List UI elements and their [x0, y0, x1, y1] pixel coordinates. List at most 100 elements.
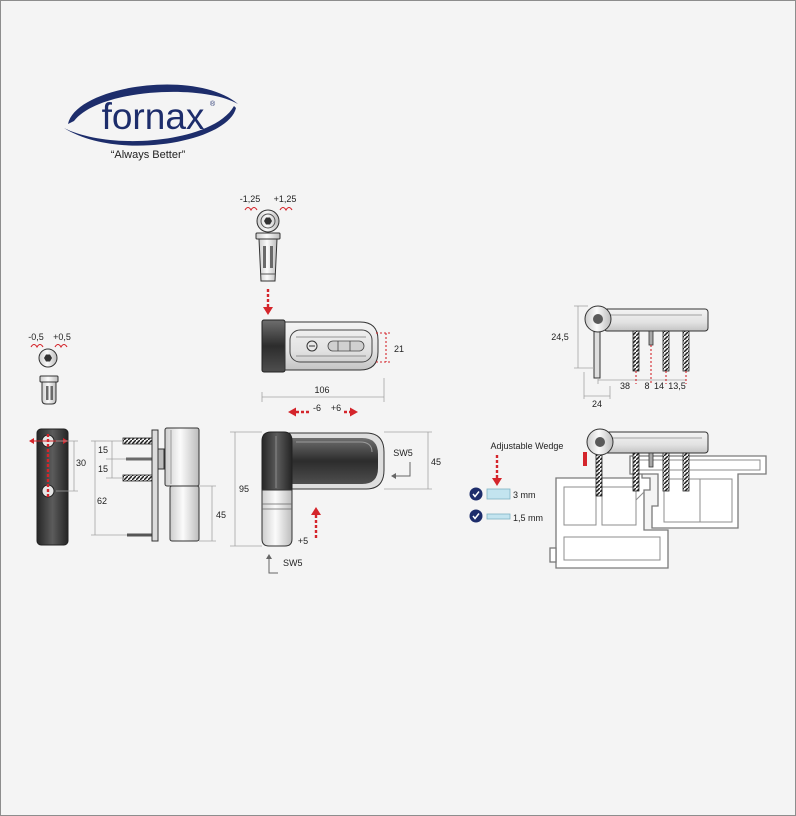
- dimension-label: 24,5: [551, 332, 569, 342]
- dimension-pin-offset: 24: [583, 372, 611, 409]
- screw-short: [648, 452, 654, 468]
- eccentric-head-top: [38, 348, 58, 368]
- dimension-label: 8: [644, 381, 649, 391]
- arrow-up-icon: [311, 507, 321, 515]
- wedge-1-5mm-shape: [486, 513, 511, 520]
- logo-swoosh-top: [68, 84, 238, 124]
- hinge-knuckle-upper: [261, 431, 293, 491]
- hinge-pin: [595, 451, 603, 497]
- dimension-label: 106: [314, 385, 329, 395]
- wrench-side: SW5: [391, 448, 413, 479]
- dimension-label: 21: [394, 344, 404, 354]
- dimension-label: 24: [592, 399, 602, 409]
- screw-threaded: [122, 437, 153, 445]
- rotate-right-icon: [54, 343, 68, 349]
- hinge-arm: [603, 431, 709, 454]
- top-adjuster-minus-label: -1,25: [240, 194, 261, 204]
- window-section-view: [549, 428, 767, 569]
- wedge-marker: [583, 452, 587, 466]
- hex-key-icon: [396, 462, 411, 477]
- adjuster-head-top: [256, 209, 280, 233]
- dimension-leaf-height: 45: [384, 431, 441, 490]
- wedge-option-label: 3 mm: [513, 490, 536, 500]
- wedge-legend: Adjustable Wedge 3 mm 1,5 mm: [469, 441, 564, 523]
- eccentric-sleeve: [39, 375, 59, 405]
- frame-part-front-view: -0,5 +0,5: [28, 332, 71, 546]
- side-body-upper: [164, 427, 200, 487]
- wedge-3mm-shape: [486, 488, 511, 500]
- wedge-legend-title: Adjustable Wedge: [491, 441, 564, 451]
- arrow-left-icon: [29, 438, 34, 444]
- side-plus-label: +6: [331, 403, 341, 413]
- dimension-label: 14: [654, 381, 664, 391]
- check-icon: [469, 487, 483, 501]
- hex-socket-icon: [264, 217, 272, 225]
- screw-short: [648, 330, 654, 346]
- screw-threaded: [682, 452, 690, 492]
- fornax-logo: fornax ® “Always Better”: [64, 84, 238, 161]
- logo-swoosh-bottom: [64, 106, 236, 146]
- dimension-screw-span: 62: [91, 440, 127, 536]
- dimension-screw-spacing: 15 15: [98, 440, 126, 479]
- dimension-label: 15: [98, 464, 108, 474]
- dimension-hinge-length: 106: [261, 378, 385, 402]
- screw-threaded: [662, 330, 670, 372]
- check-icon: [469, 509, 483, 523]
- hinge-leaf-panel: [292, 438, 378, 484]
- screw-threaded: [122, 474, 153, 482]
- height-adjustment: +5: [298, 507, 321, 546]
- side-body-lower: [169, 485, 200, 542]
- dimension-hinge-height: 95: [230, 431, 262, 547]
- frame-part-plus-label: +0,5: [53, 332, 71, 342]
- hinge-arm: [603, 308, 709, 332]
- wedge-option-3mm: 3 mm: [469, 487, 536, 501]
- dimension-label: 38: [620, 381, 630, 391]
- dimension-label: 15: [98, 445, 108, 455]
- wedge-option-1-5mm: 1,5 mm: [469, 509, 543, 523]
- screw-threaded: [632, 452, 640, 492]
- screw-threaded: [632, 330, 640, 372]
- logo-registered-mark: ®: [210, 100, 216, 108]
- dimension-hole-spacing: 30: [56, 440, 86, 492]
- dimension-profile-height: 24,5: [551, 305, 594, 369]
- rotate-right-icon: [279, 206, 293, 212]
- hinge-pin: [593, 327, 601, 379]
- adjuster-sleeve: [255, 232, 281, 282]
- rotate-left-icon: [30, 343, 44, 349]
- side-adjustment: -6 +6: [288, 403, 358, 417]
- side-minus-label: -6: [313, 403, 321, 413]
- mounting-plate: [151, 429, 159, 542]
- arrow-left-icon: [288, 407, 296, 417]
- frame-part-top-view: [261, 319, 379, 373]
- frame-part-base: [261, 319, 286, 373]
- dimension-label: 62: [97, 496, 107, 506]
- logo-tagline: “Always Better”: [111, 149, 186, 161]
- height-plus-label: +5: [298, 536, 308, 546]
- dimension-label: 13,5: [668, 381, 686, 391]
- insert-arrow-icon: [263, 289, 273, 315]
- hex-key-icon: [268, 558, 278, 574]
- dimension-label: 95: [239, 484, 249, 494]
- wedge-option-label: 1,5 mm: [513, 513, 543, 523]
- screw-plain: [127, 533, 152, 537]
- dimension-frame-part-height: 21: [376, 332, 404, 363]
- arrow-down-icon: [492, 478, 502, 486]
- logo-wordmark: fornax: [102, 96, 205, 137]
- wrench-size-label: SW5: [283, 558, 303, 568]
- screw-threaded: [682, 330, 690, 372]
- wrench-bottom: SW5: [266, 554, 303, 574]
- hinge-side-view: [122, 427, 200, 542]
- screw-plain: [126, 457, 152, 461]
- dimension-label: 45: [431, 457, 441, 467]
- hinge-knuckle-lower: [261, 489, 293, 547]
- arrow-right-icon: [350, 407, 358, 417]
- top-adjuster-plus-label: +1,25: [274, 194, 297, 204]
- rotate-left-icon: [244, 206, 258, 212]
- dimension-label: 45: [216, 510, 226, 520]
- hex-socket-icon: [44, 354, 52, 362]
- dimension-label: 30: [76, 458, 86, 468]
- dimension-screw-positions: 38 8 14 13,5: [597, 345, 687, 391]
- top-adjuster-view: -1,25 +1,25: [240, 194, 297, 315]
